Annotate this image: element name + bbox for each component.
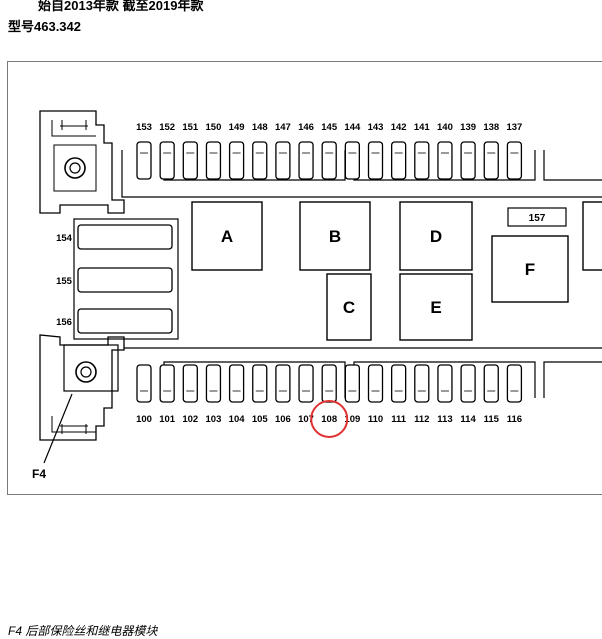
relay-label: E — [430, 298, 441, 317]
top-fuse-row: 153 152 151 150 149 148 147 146 145 144 143 142 141 1… — [136, 122, 523, 180]
fuse-bottom-label: 103 — [206, 414, 222, 425]
fuse-bottom-112 — [414, 364, 430, 403]
fuse-bottom-label: 102 — [182, 414, 198, 425]
fuse-bottom-label: 109 — [344, 414, 360, 425]
fuse-top-label: 139 — [460, 122, 476, 133]
fuse-bottom-106 — [275, 364, 291, 403]
fuse-top-label: 141 — [414, 122, 431, 133]
relay-f — [491, 235, 569, 303]
fuse-side-156 — [77, 308, 173, 334]
fuse-bottom-label: 116 — [507, 414, 522, 425]
fuse-top-145 — [321, 141, 337, 180]
relay-c — [326, 273, 372, 341]
fuse-bottom-100 — [136, 364, 152, 403]
fuse-bottom-label: 114 — [460, 414, 476, 425]
fuse-bottom-label: 101 — [159, 414, 176, 425]
fuse-bottom-108 — [321, 364, 337, 403]
side-fuse-column: 154 155 156 — [56, 224, 173, 334]
fuse-top-143 — [367, 141, 384, 180]
fuse-top-label: 146 — [298, 122, 314, 133]
fuse-bottom-116 — [506, 364, 523, 403]
relay-e — [399, 273, 473, 341]
fuse-top-150 — [205, 141, 222, 180]
fuse-bottom-107 — [298, 364, 314, 403]
fuse-top-label: 150 — [206, 122, 222, 133]
relay-b — [299, 201, 371, 271]
highlight-circle-fuse-108 — [310, 400, 349, 438]
fuse-side-154 — [77, 224, 173, 250]
relay-label: A — [221, 227, 233, 246]
fuse-top-141 — [414, 141, 430, 180]
relay-partial — [582, 201, 602, 271]
fuse-top-144 — [344, 141, 361, 180]
fuse-bottom-label: 113 — [437, 414, 452, 425]
fuse-top-label: 137 — [506, 122, 522, 133]
small-label-box — [507, 207, 567, 227]
fuse-top-148 — [252, 141, 268, 180]
fuse-top-149 — [228, 141, 245, 180]
fuse-bottom-105 — [252, 364, 268, 403]
relay-label: C — [343, 298, 355, 317]
fuse-top-label: 149 — [229, 122, 245, 133]
fuse-bottom-label: 112 — [414, 414, 429, 425]
bottom-fuse-row: 100 101 102 103 104 105 106 107 108 109 110 111 112 1… — [136, 364, 523, 425]
fuse-bottom-label: 108 — [321, 414, 337, 425]
fuse-bottom-115 — [483, 364, 499, 403]
relay-label: B — [329, 227, 341, 246]
fuse-bottom-label: 100 — [136, 414, 152, 425]
fuse-top-140 — [437, 141, 453, 180]
fuse-top-label: 143 — [368, 122, 384, 133]
fuse-top-139 — [460, 141, 476, 180]
fuse-bottom-110 — [367, 364, 384, 403]
fuse-top-label: 142 — [391, 122, 407, 133]
fuse-bottom-104 — [228, 364, 245, 403]
fuse-top-label: 151 — [182, 122, 199, 133]
fuse-bottom-101 — [159, 364, 175, 403]
relay-group: A B C D E F — [191, 201, 602, 341]
fuse-bottom-label: 107 — [298, 414, 314, 425]
diagram-frame — [7, 61, 602, 495]
fuse-top-label: 138 — [483, 122, 499, 133]
fuse-bottom-label: 115 — [484, 414, 500, 425]
fuse-top-label: 140 — [437, 122, 453, 133]
fuse-bottom-102 — [182, 364, 198, 403]
header-model-number: 型号463.342 — [8, 19, 81, 34]
fuse-top-label: 153 — [136, 122, 152, 133]
fuse-top-152 — [159, 141, 175, 180]
fuse-top-142 — [390, 141, 407, 180]
relay-d — [399, 201, 473, 271]
fuse-bottom-111 — [390, 364, 407, 403]
component-label-f4: F4 — [32, 467, 46, 481]
fuse-top-137 — [506, 141, 523, 180]
fuse-top-153 — [136, 141, 152, 180]
fuse-bottom-label: 104 — [229, 414, 246, 425]
fuse-bottom-label: 110 — [368, 414, 383, 425]
fuse-top-label: 145 — [321, 122, 338, 133]
relay-label: F — [525, 260, 535, 279]
fuse-side-155 — [77, 267, 173, 293]
fuse-bottom-label: 111 — [391, 414, 407, 425]
fuse-bottom-label: 106 — [275, 414, 291, 425]
fuse-top-label: 152 — [159, 122, 175, 133]
fuse-bottom-label: 105 — [252, 414, 269, 425]
fuse-side-label: 155 — [56, 276, 73, 287]
fuse-top-151 — [182, 141, 198, 180]
small-label-157: 157 — [529, 213, 546, 224]
fuse-top-label: 148 — [252, 122, 268, 133]
relay-label: D — [430, 227, 442, 246]
fuse-top-147 — [275, 141, 291, 180]
fuse-bottom-109 — [344, 364, 361, 403]
fuse-top-138 — [483, 141, 499, 180]
relay-a — [191, 201, 263, 271]
fuse-top-label: 147 — [275, 122, 291, 133]
fuse-bottom-103 — [205, 364, 222, 403]
fuse-bottom-113 — [437, 364, 453, 403]
fuse-side-label: 154 — [56, 233, 73, 244]
fuse-top-146 — [298, 141, 314, 180]
fuse-side-label: 156 — [56, 317, 72, 328]
header-model-years: 始自2013年款 截至2019年款 — [38, 0, 204, 13]
fuse-bottom-114 — [460, 364, 476, 403]
fuse-top-label: 144 — [344, 122, 361, 133]
